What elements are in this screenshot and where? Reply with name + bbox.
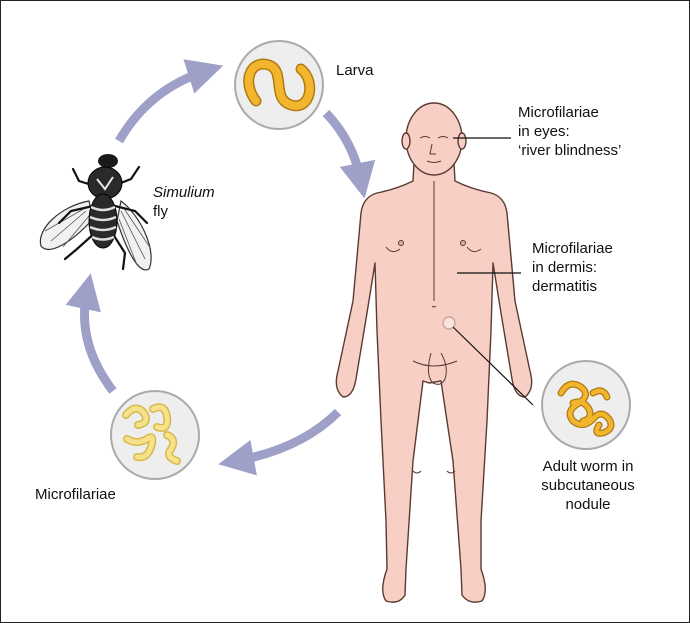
fly-label: Simulium fly: [153, 183, 215, 221]
nodule-marker: [442, 316, 456, 330]
microfilariae-label: Microfilariae: [35, 485, 116, 504]
eyes-label-line-3: ‘river blindness’: [518, 142, 622, 159]
fly-head: [98, 154, 118, 168]
eyes-label-line-2: in eyes:: [518, 123, 570, 140]
dermis-label-line-2: in dermis:: [532, 259, 598, 276]
dermis-label-line-3: dermatitis: [532, 278, 598, 295]
adult-worm-label-line-2: subcutaneous: [541, 477, 635, 494]
arrow-human-to-microfilariae: [218, 408, 342, 476]
dermis-label: Microfilariae in dermis: dermatitis: [532, 239, 613, 296]
pointer-lines: [452, 137, 534, 406]
microfilariae-worms-icon: [122, 403, 181, 465]
larva-worm-icon: [243, 58, 316, 112]
human-figure: [335, 102, 533, 603]
arrow-microfilariae-to-fly: [65, 273, 117, 394]
larva-label-text: Larva: [336, 62, 374, 79]
adult-worm-circle: [541, 360, 631, 450]
arrow-fly-to-larva: [115, 59, 224, 144]
fly-wings: [39, 199, 152, 271]
pointer-nodule: [452, 326, 534, 406]
adult-worm-label-line-1: Adult worm in: [542, 458, 634, 475]
microfilariae-circle: [110, 390, 200, 480]
fly-word-text: fly: [153, 203, 168, 220]
adult-worm-label: Adult worm in subcutaneous nodule: [531, 457, 645, 514]
adult-worm-label-line-3: nodule: [565, 496, 611, 513]
eyes-label-line-1: Microfilariae: [518, 104, 599, 121]
larva-label: Larva: [336, 61, 374, 80]
head: [405, 102, 463, 176]
arrow-larva-to-human: [322, 109, 376, 199]
fly-illustration: [39, 154, 152, 271]
larva-circle: [234, 40, 324, 130]
microfilariae-label-text: Microfilariae: [35, 486, 116, 503]
dermis-label-line-1: Microfilariae: [532, 240, 613, 257]
eyes-label: Microfilariae in eyes: ‘river blindness’: [518, 103, 621, 160]
cycle-arrows: [65, 59, 376, 476]
fly-genus-text: Simulium: [153, 184, 215, 201]
left-ear: [401, 132, 411, 150]
right-ear: [457, 132, 467, 150]
adult-worm-coil-icon: [557, 380, 615, 437]
